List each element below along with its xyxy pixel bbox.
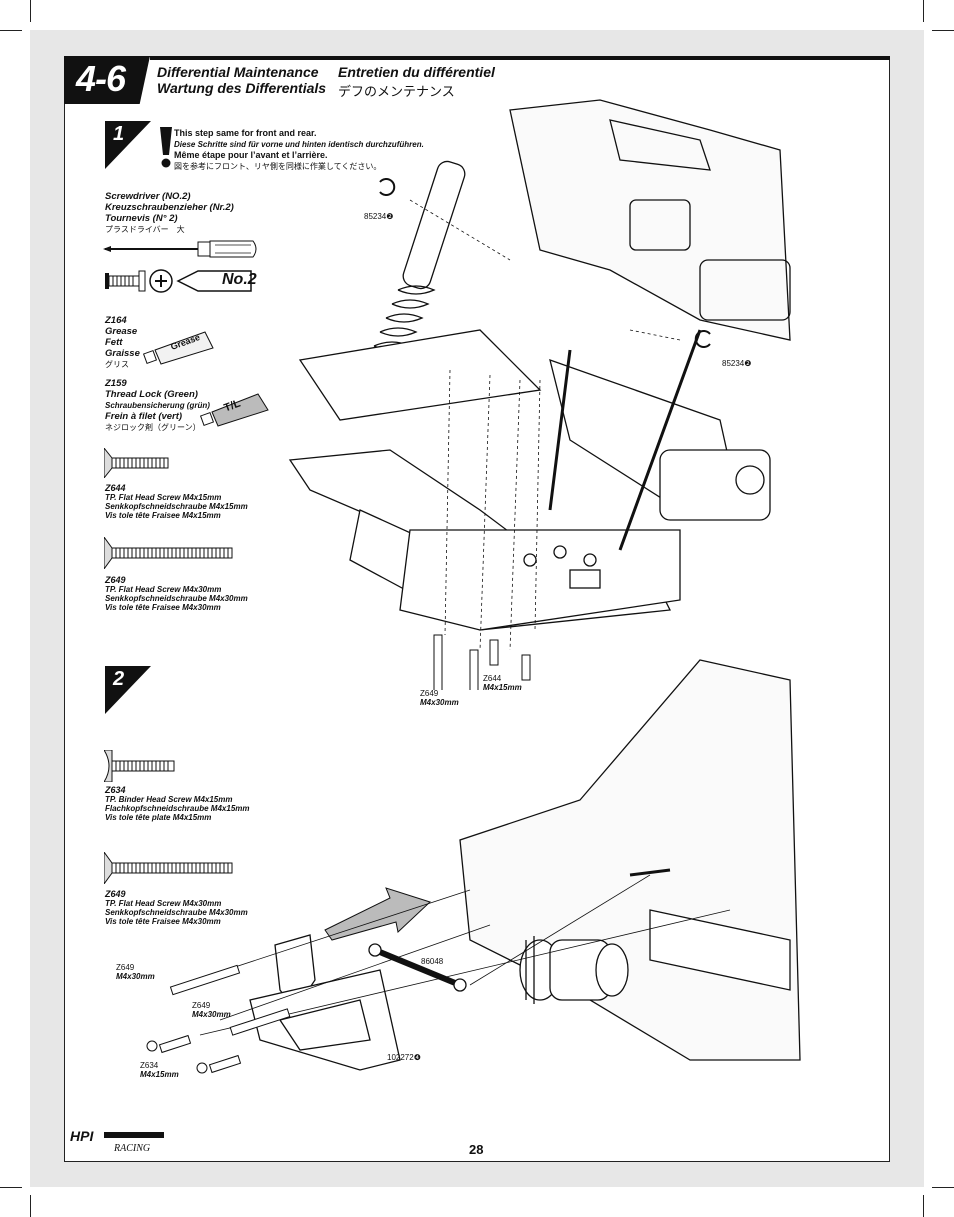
step-1-note: This step same for front and rear. Diese…: [174, 128, 424, 172]
flat-head-screw-15mm-icon: [104, 448, 169, 478]
callout-85234-a: 85234❷: [364, 212, 394, 221]
crop-mark: [932, 1187, 954, 1188]
crop-mark: [30, 1195, 31, 1217]
threadlock-tube-icon: [200, 393, 269, 427]
crop-mark: [0, 30, 22, 31]
z644-part-label: Z644 TP. Flat Head Screw M4x15mm Senkkop…: [105, 483, 248, 521]
callout-102272: 102272❹: [387, 1053, 421, 1062]
crop-mark: [0, 1187, 22, 1188]
note-de: Diese Schritte sind für vorne und hinten…: [174, 140, 424, 149]
note-jp: 図を参考にフロント、リヤ側を同様に作業してください。: [174, 162, 382, 171]
screwdriver-size-badge: No.2: [222, 271, 257, 288]
crop-mark: [923, 1195, 924, 1217]
threadlock-label: Z159 Thread Lock (Green) Schraubensicher…: [105, 378, 210, 432]
crop-mark: [30, 0, 31, 22]
callout-85234-b: 85234❷: [722, 359, 752, 368]
z634-part-label: Z634 TP. Binder Head Screw M4x15mm Flach…: [105, 785, 250, 823]
z649-part-label-step2: Z649 TP. Flat Head Screw M4x30mm Senkkop…: [105, 889, 248, 927]
title-jp: デフのメンテナンス: [338, 84, 455, 99]
crop-mark: [932, 30, 954, 31]
binder-head-screw-icon: [104, 750, 175, 782]
flat-head-screw-30mm-icon-step2: [104, 852, 233, 884]
grease-tube-icon: [143, 331, 214, 365]
tool-screwdriver-label: Screwdriver (NO.2) Kreuzschraubenzieher …: [105, 191, 234, 234]
note-en: This step same for front and rear.: [174, 128, 317, 138]
z649-part-label: Z649 TP. Flat Head Screw M4x30mm Senkkop…: [105, 575, 248, 613]
header-rule: [150, 56, 890, 60]
title-de: Wartung des Differentials: [157, 80, 327, 96]
section-number-badge: 4-6: [64, 56, 150, 104]
title-en: Differential Maintenance: [157, 64, 319, 80]
svg-text:RACING: RACING: [113, 1143, 150, 1154]
screwdriver-icon: [103, 240, 257, 293]
flat-head-screw-30mm-icon: [104, 537, 233, 569]
crop-mark: [923, 0, 924, 22]
grease-label: Z164 Grease Fett Graisse グリス: [105, 315, 140, 369]
brand-logo-text: HPI: [70, 1128, 94, 1144]
brand-logo: HPI RACING: [70, 1128, 164, 1154]
caution-icon: [160, 127, 172, 168]
callout-86048: 86048: [421, 957, 444, 966]
step-1-chassis-illustration: [288, 99, 791, 690]
title-fr: Entretien du différentiel: [338, 64, 495, 80]
step-2-differential-illustration: [146, 659, 801, 1074]
page-number: 28: [469, 1142, 484, 1157]
note-fr: Même étape pour l’avant et l’arrière.: [174, 150, 328, 160]
